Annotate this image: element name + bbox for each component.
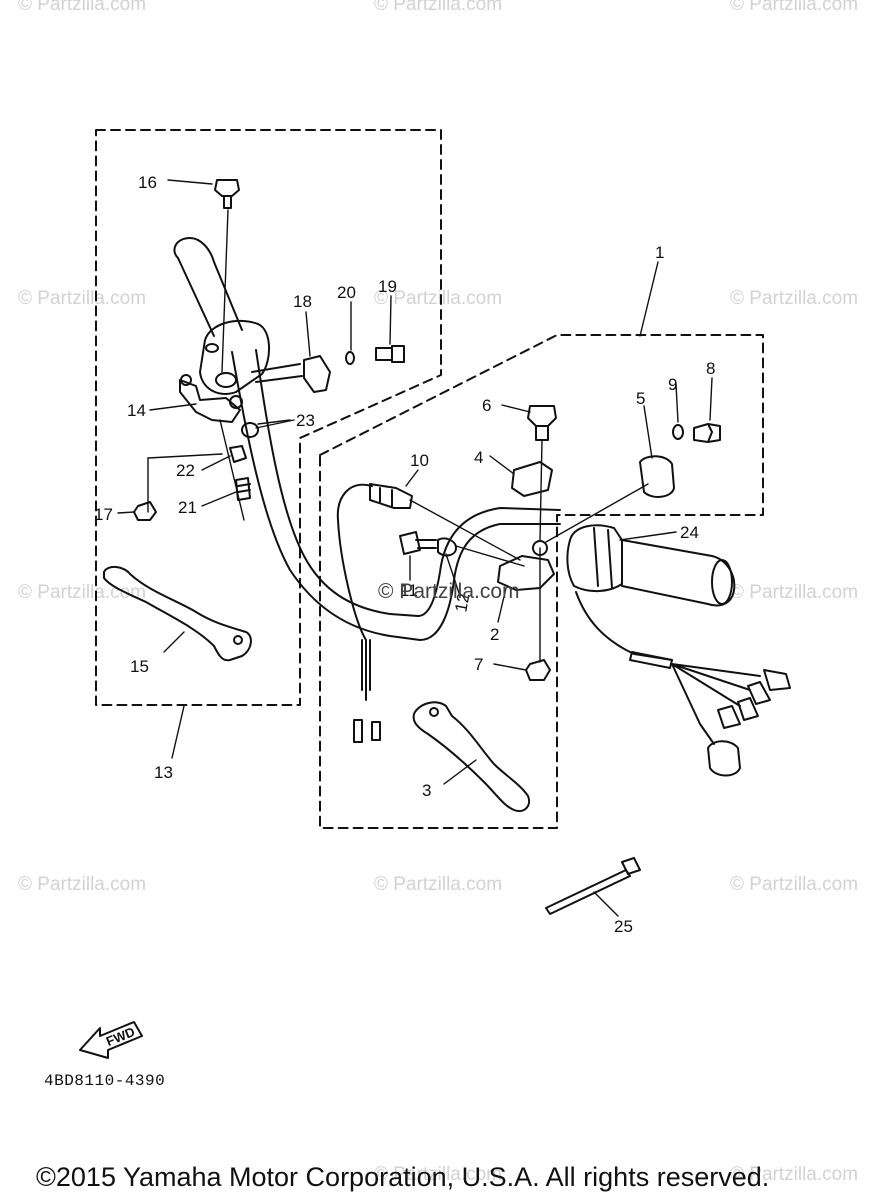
watermark-mid1-left: © Partzilla.com — [18, 288, 147, 309]
holder-5 — [639, 455, 675, 498]
washer-9 — [672, 424, 684, 440]
callout-1: 1 — [655, 243, 664, 262]
callout-21: 21 — [178, 498, 197, 517]
callout-10: 10 — [410, 451, 429, 470]
connector-a — [763, 669, 791, 691]
watermark-mid1-right: © Partzilla.com — [730, 288, 859, 309]
clutch-cable — [336, 483, 373, 701]
switch-4 — [511, 461, 553, 497]
callout-23: 23 — [296, 411, 315, 430]
callout-9: 9 — [668, 375, 677, 394]
watermark-mid3-left: © Partzilla.com — [18, 874, 147, 895]
group-box-1 — [319, 334, 764, 829]
callout-16: 16 — [138, 173, 157, 192]
part-code: 4BD8110-4390 — [44, 1072, 166, 1090]
nut-7 — [525, 659, 551, 681]
bracket-18 — [303, 355, 331, 393]
connector-b — [747, 681, 771, 705]
lever-15 — [103, 566, 252, 662]
left-grip — [173, 237, 243, 331]
callout-20: 20 — [337, 283, 356, 302]
callout-25: 25 — [614, 917, 633, 936]
callout-2: 2 — [490, 625, 499, 644]
fwd-arrow-icon — [79, 1021, 143, 1059]
callout-5: 5 — [636, 389, 645, 408]
watermark-top-right: © Partzilla.com — [730, 0, 859, 15]
lever-bracket-2 — [497, 555, 555, 591]
watermark-top-center: © Partzilla.com — [374, 0, 503, 15]
handlebar — [231, 351, 561, 641]
screw-19 — [375, 345, 405, 363]
adjuster-21 — [235, 477, 251, 501]
watermark-inline: © Partzilla.com — [378, 580, 520, 603]
callout-7: 7 — [474, 655, 483, 674]
watermark-mid2-right: © Partzilla.com — [730, 582, 859, 603]
watermark-bottom-center: © Partzilla.com — [374, 1164, 503, 1185]
callout-6: 6 — [482, 396, 491, 415]
screw-8 — [693, 423, 721, 443]
part-11 — [399, 531, 437, 555]
connector-c — [737, 697, 759, 721]
watermark-mid3-center: © Partzilla.com — [374, 874, 503, 895]
lever-bracket-14 — [179, 379, 241, 423]
part-22 — [229, 445, 247, 463]
callout-22: 22 — [176, 461, 195, 480]
adjuster-10 — [369, 483, 413, 509]
wire-harness — [575, 591, 673, 661]
throttle-housing — [199, 319, 270, 395]
callout-17: 17 — [94, 505, 113, 524]
connector-pair — [353, 719, 381, 743]
callout-14: 14 — [127, 401, 146, 420]
watermark-mid3-right: © Partzilla.com — [730, 874, 859, 895]
nut-17 — [133, 501, 157, 521]
switch-housing-24 — [566, 524, 623, 592]
part-23 — [241, 422, 259, 438]
part-12 — [437, 537, 457, 557]
callout-24: 24 — [680, 523, 699, 542]
watermark-top-left: © Partzilla.com — [18, 0, 147, 15]
callout-13: 13 — [154, 763, 173, 782]
group-box-13 — [95, 129, 442, 706]
watermark-bottom-right: © Partzilla.com — [730, 1164, 859, 1185]
copyright-notice: ©2015 Yamaha Motor Corporation, U.S.A. A… — [36, 1162, 770, 1192]
callout-15: 15 — [130, 657, 149, 676]
washer-20 — [345, 351, 355, 365]
callout-3: 3 — [422, 781, 431, 800]
cable-tie-25 — [545, 857, 641, 915]
right-grip — [621, 539, 736, 607]
callout-12: 12 — [451, 592, 473, 614]
bolt-16 — [214, 179, 240, 209]
watermark-mid1-center: © Partzilla.com — [374, 288, 503, 309]
lever-3 — [412, 701, 530, 812]
callout-11: 11 — [400, 581, 418, 600]
callout-4: 4 — [474, 448, 483, 467]
bolt-6 — [527, 405, 557, 441]
callout-19: 19 — [378, 277, 397, 296]
callout-18: 18 — [293, 292, 312, 311]
connector-e — [707, 740, 741, 777]
callout-8: 8 — [706, 359, 715, 378]
connector-d — [717, 705, 741, 729]
